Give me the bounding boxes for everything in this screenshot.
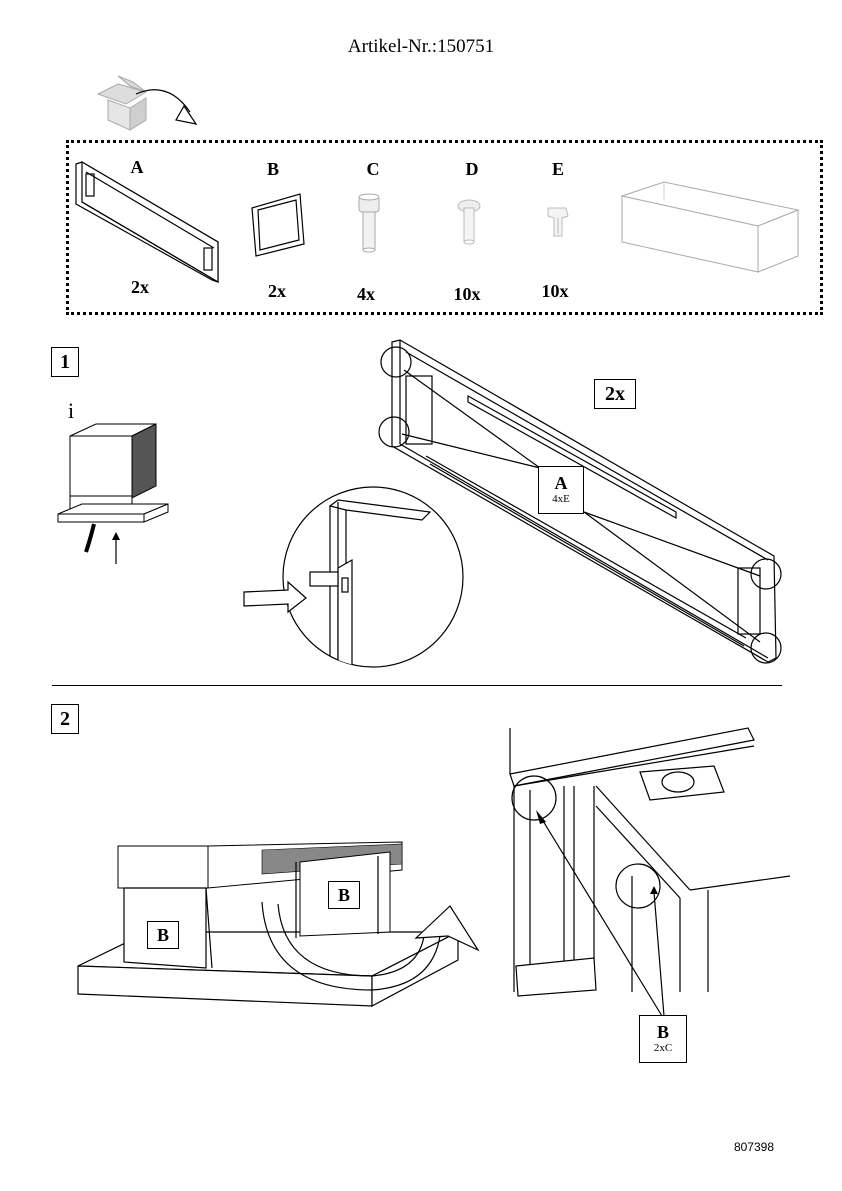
part-label-d: D (465, 159, 479, 179)
info-mark: i (68, 398, 75, 423)
clip-e-icon (547, 207, 569, 237)
callout-a-4xe: A 4xE (538, 466, 584, 514)
screw-d-icon (457, 199, 481, 245)
panel-b-drawing (251, 193, 305, 257)
step-1-panel-drawing (378, 339, 782, 664)
step-1-detail-zoom (243, 486, 464, 668)
step-2-number: 2 (51, 704, 79, 734)
step-2-label-b-left: B (147, 921, 179, 949)
open-box-icon (96, 75, 198, 131)
article-number-title: Artikel-Nr.:150751 (347, 36, 495, 57)
step-2-corner-detail-drawing (509, 727, 791, 1017)
parts-list-box (66, 140, 823, 315)
part-qty-c: 4x (357, 284, 375, 304)
part-qty-d: 10x (453, 284, 481, 304)
part-label-e: E (551, 159, 564, 179)
screw-c-icon (358, 193, 380, 253)
part-label-b: B (266, 159, 279, 179)
callout-b-2xc: B 2xC (639, 1015, 687, 1063)
callout-b-detail: 2xC (653, 1042, 673, 1054)
part-qty-b: 2x (268, 281, 286, 301)
step-1-multiplier: 2x (594, 379, 636, 409)
heat-pump-on-base-drawing (57, 423, 169, 564)
callout-a-letter: A (554, 473, 568, 493)
step-1-number: 1 (51, 347, 79, 377)
assembled-frame-drawing (620, 181, 800, 273)
part-label-c: C (366, 159, 380, 179)
part-label-a: A (130, 157, 144, 177)
callout-b-letter: B (656, 1022, 669, 1042)
callout-a-detail: 4xE (552, 493, 570, 505)
part-qty-a: 2x (131, 277, 149, 297)
section-divider (52, 685, 782, 686)
step-2-label-b-right: B (328, 881, 360, 909)
document-number: 807398 (733, 1140, 774, 1154)
step-2-base-assembly-drawing (77, 841, 480, 1008)
panel-a-drawing (75, 160, 219, 284)
part-qty-e: 10x (541, 281, 569, 301)
